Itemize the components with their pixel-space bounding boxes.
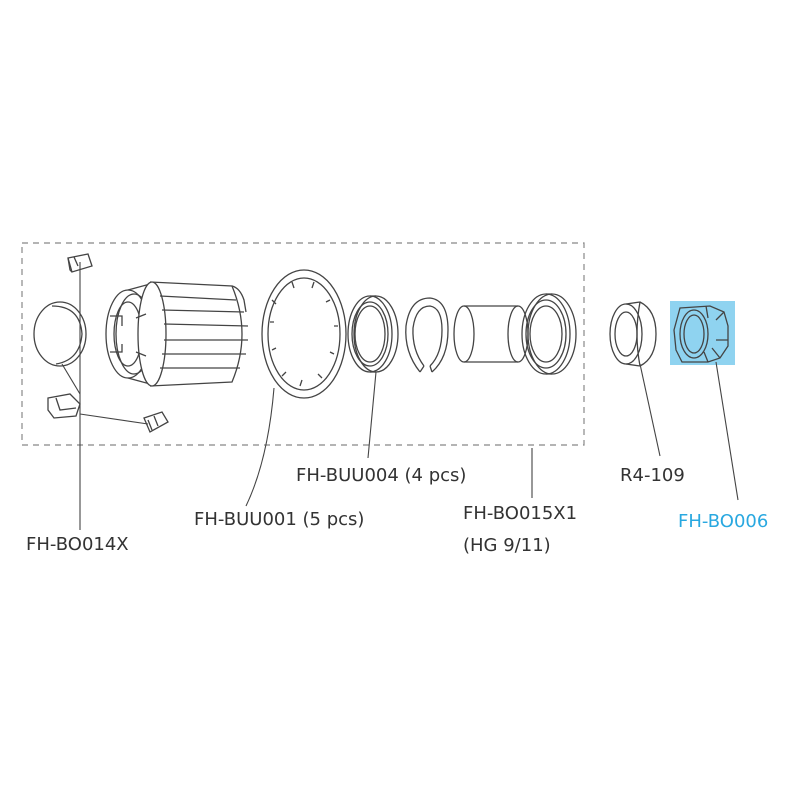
label-lock-ring[interactable]: FH-BO006: [678, 511, 769, 532]
leader-pawls-spring: [61, 363, 81, 395]
lock-ring-part: [673, 305, 729, 363]
freehub-body-part: [105, 281, 249, 387]
spring-ring-part: [33, 301, 87, 367]
spacer-tube-part: [453, 305, 529, 363]
label-freehub-compat: (HG 9/11): [463, 535, 551, 556]
leader-lock-ring: [715, 361, 739, 501]
leader-bearings: [367, 371, 377, 459]
leader-pawls-bottom: [79, 413, 149, 425]
leader-end-cap: [639, 363, 661, 457]
label-bearings: FH-BUU004 (4 pcs): [296, 465, 467, 486]
bearing-left-part: [347, 295, 399, 373]
label-pawls: FH-BO014X: [26, 534, 129, 555]
large-spring-ring-part: [261, 269, 347, 399]
pawl-middle: [47, 393, 81, 419]
label-freehub-body: FH-BO015X1: [463, 503, 578, 524]
leader-springs: [245, 387, 275, 507]
end-cap-part: [609, 301, 657, 367]
label-end-cap: R4-109: [620, 465, 685, 486]
bearing-right-part: [521, 293, 577, 375]
pawl-bottom: [143, 411, 169, 433]
assembly-group-box: [21, 242, 585, 446]
label-springs: FH-BUU001 (5 pcs): [194, 509, 365, 530]
snap-ring-part: [405, 297, 449, 373]
